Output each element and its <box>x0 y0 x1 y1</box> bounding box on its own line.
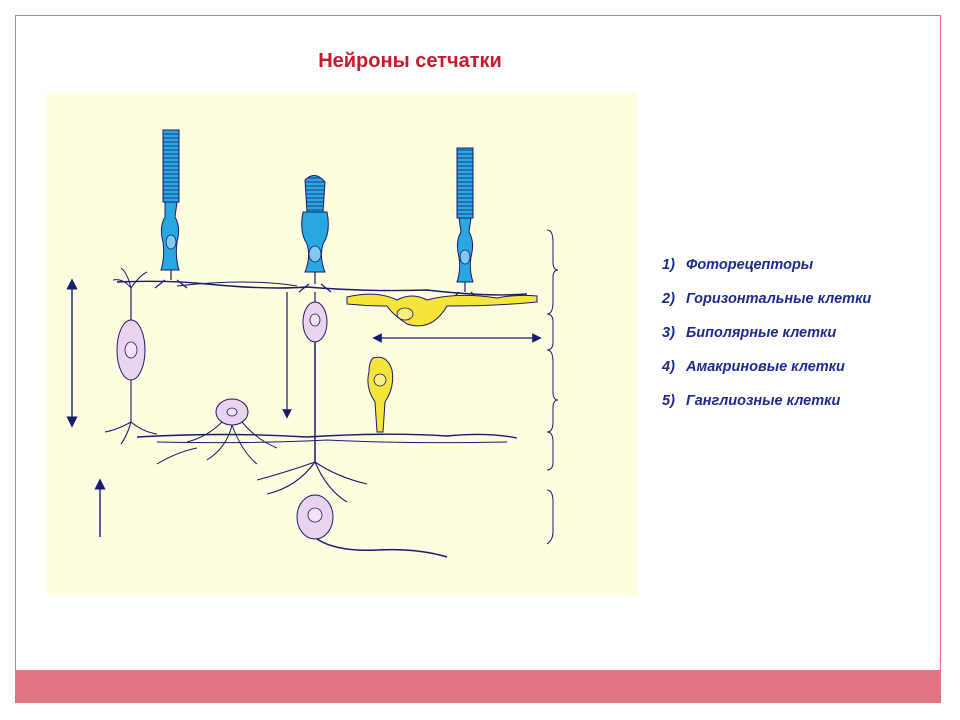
photoreceptor-rod-1 <box>154 129 188 289</box>
legend-item: 4) Амакриновые клетки <box>662 357 902 377</box>
legend-label: Биполярные клетки <box>686 325 837 341</box>
legend-item: 1) Фоторецепторы <box>662 255 902 275</box>
legend-label: Горизонтальные клетки <box>686 291 872 307</box>
ganglion-cell <box>256 461 448 558</box>
bipolar-cell-center <box>302 292 328 462</box>
photoreceptor-rod-2 <box>450 147 480 301</box>
legend-item: 5) Ганглиозные клетки <box>662 391 902 411</box>
legend-label: Ганглиозные клетки <box>686 393 841 409</box>
legend-list: 1) Фоторецепторы 2) Горизонтальные клетк… <box>662 255 902 425</box>
photoreceptor-cone <box>298 175 332 293</box>
bipolar-cell-left <box>104 267 158 445</box>
legend-number: 3) <box>662 325 675 341</box>
slide-title: Нейроны сетчатки <box>318 50 502 72</box>
legend-number: 4) <box>662 359 675 375</box>
legend-label: Фоторецепторы <box>686 257 814 273</box>
horizontal-cell <box>346 293 538 327</box>
legend-number: 5) <box>662 393 675 409</box>
amacrine-cell-yellow <box>367 356 394 433</box>
retina-neurons-illustration <box>66 129 559 558</box>
legend-number: 1) <box>662 257 675 273</box>
retina-neurons-figure <box>47 92 637 595</box>
legend-number: 2) <box>662 291 675 307</box>
legend-item: 2) Горизонтальные клетки <box>662 289 902 309</box>
amacrine-cell-left <box>156 398 278 465</box>
footer-bar <box>15 670 941 703</box>
legend-item: 3) Биполярные клетки <box>662 323 902 343</box>
legend-label: Амакриновые клетки <box>686 359 845 375</box>
layer-braces <box>546 229 559 545</box>
